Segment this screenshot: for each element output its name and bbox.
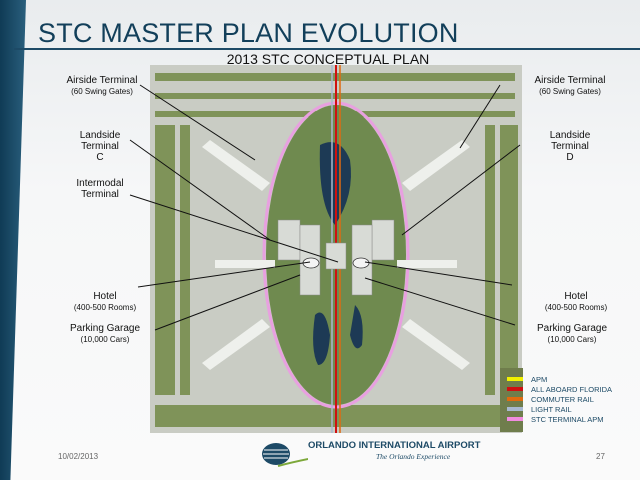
site-plan-map xyxy=(150,65,522,433)
slide-date: 10/02/2013 xyxy=(58,452,99,461)
legend-item: APM xyxy=(505,374,612,384)
legend-swatch xyxy=(507,387,523,391)
slide-subtitle: 2013 STC CONCEPTUAL PLAN xyxy=(226,51,430,67)
label-airside-terminal-right: Airside Terminal(60 Swing Gates) xyxy=(534,75,606,96)
legend-label: ALL ABOARD FLORIDA xyxy=(531,384,612,394)
label-airside-terminal-left: Airside Terminal(60 Swing Gates) xyxy=(66,75,138,96)
label-hotel-right: Hotel(400-500 Rooms) xyxy=(544,291,608,312)
legend-swatch xyxy=(507,397,523,401)
label-parking-garage-right: Parking Garage(10,000 Cars) xyxy=(536,323,608,344)
title-divider xyxy=(14,48,640,50)
legend-label: COMMUTER RAIL xyxy=(531,394,594,404)
globe-logo-icon xyxy=(262,443,308,467)
logo-name: ORLANDO INTERNATIONAL AIRPORT xyxy=(308,440,481,451)
legend: APM ALL ABOARD FLORIDA COMMUTER RAIL LIG… xyxy=(505,374,612,424)
label-parking-garage-left: Parking Garage(10,000 Cars) xyxy=(69,323,141,344)
slide-edge-decoration xyxy=(0,0,26,480)
legend-item: LIGHT RAIL xyxy=(505,404,612,414)
legend-item: COMMUTER RAIL xyxy=(505,394,612,404)
legend-label: LIGHT RAIL xyxy=(531,404,572,414)
slide-page-number: 27 xyxy=(596,452,605,461)
legend-swatch xyxy=(507,377,523,381)
legend-item: ALL ABOARD FLORIDA xyxy=(505,384,612,394)
legend-swatch xyxy=(507,417,523,421)
legend-swatch xyxy=(507,407,523,411)
logo-tagline: The Orlando Experience xyxy=(376,452,451,461)
slide-title: STC MASTER PLAN EVOLUTION xyxy=(38,18,459,48)
airport-logo: ORLANDO INTERNATIONAL AIRPORT The Orland… xyxy=(258,440,480,468)
legend-item: STC TERMINAL APM xyxy=(505,414,612,424)
legend-label: STC TERMINAL APM xyxy=(531,414,604,424)
legend-label: APM xyxy=(531,374,548,384)
label-hotel-left: Hotel(400-500 Rooms) xyxy=(73,291,137,312)
